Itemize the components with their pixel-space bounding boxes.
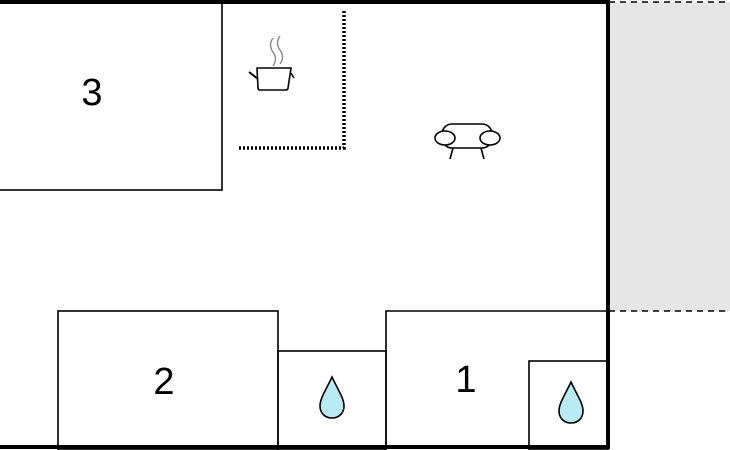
bathroom-b [528,360,609,450]
water-drop-icon [558,380,584,424]
kitchen-counter [237,11,346,150]
cooking-pot-icon [248,35,295,91]
sofa-icon [434,123,501,160]
room-1-label: 1 [455,359,476,401]
room-3-label: 3 [81,72,102,114]
room-1 [385,310,608,450]
room-2-label: 2 [153,361,174,403]
room-3 [0,1,223,191]
outer-wall [0,0,610,449]
terrace-area [609,2,730,311]
water-drop-icon [319,375,345,419]
